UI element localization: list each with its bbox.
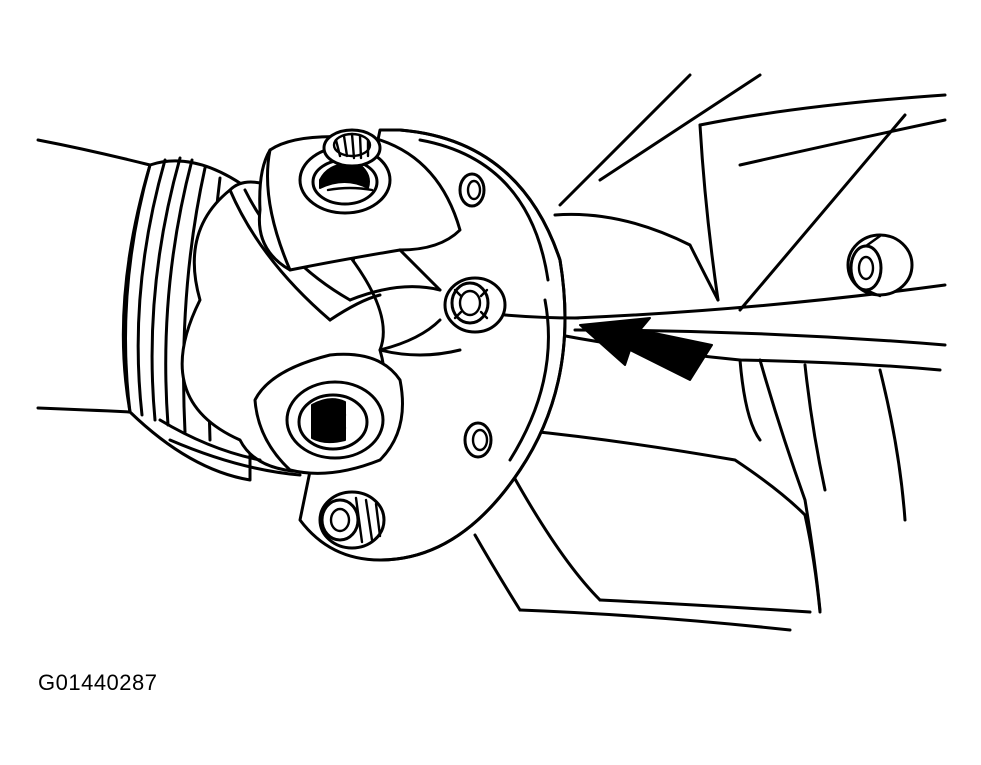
universal-joint bbox=[158, 135, 462, 477]
flange-hole-lower bbox=[463, 421, 493, 459]
bolt-middle-icon bbox=[443, 276, 507, 334]
flange-hole-upper bbox=[458, 172, 486, 208]
figure-id-label: G01440287 bbox=[38, 670, 158, 695]
bolt-lower-icon bbox=[318, 490, 386, 550]
indicator-arrow bbox=[503, 313, 713, 381]
bolt-upper-icon bbox=[322, 128, 382, 168]
housing-bolt-icon bbox=[846, 233, 914, 298]
differential-housing bbox=[473, 73, 947, 632]
flange-bolts bbox=[318, 128, 507, 550]
